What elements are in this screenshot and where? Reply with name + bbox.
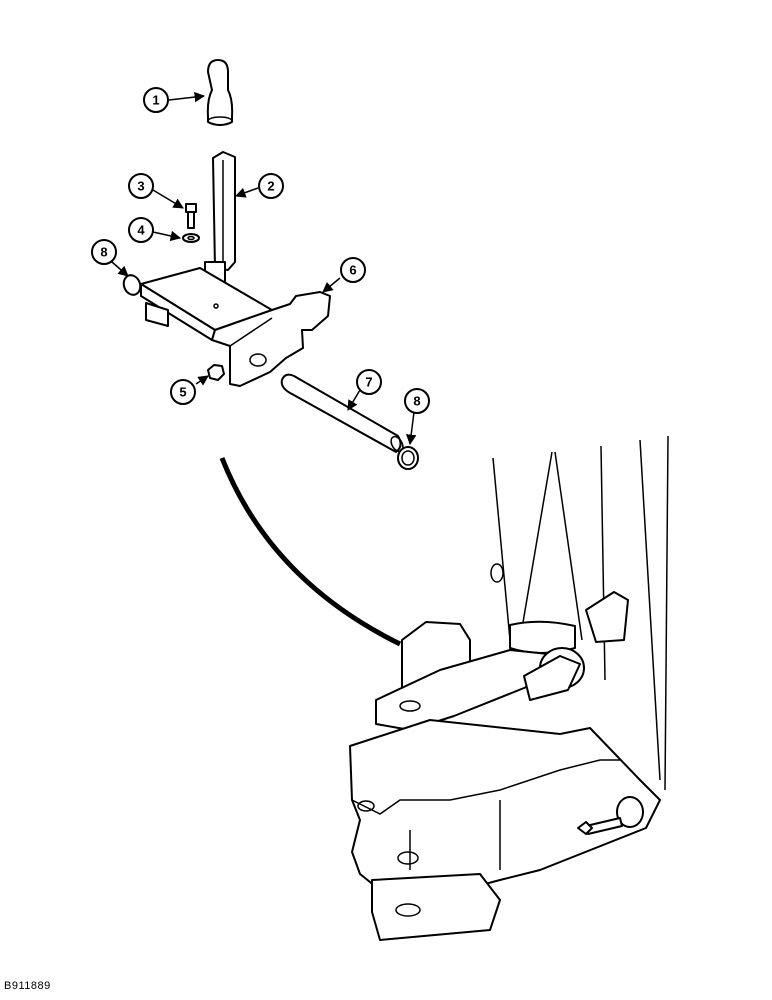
svg-text:2: 2 (267, 179, 274, 194)
callout-6: 6 (340, 257, 366, 283)
callout-7: 7 (356, 369, 382, 395)
callout-2: 2 (258, 173, 284, 199)
svg-text:3: 3 (137, 179, 144, 194)
assembly-indicator-line (219, 457, 402, 647)
pin-part (280, 373, 404, 453)
callout-3: 3 (128, 173, 154, 199)
svg-text:6: 6 (349, 263, 356, 278)
callout-8-left: 8 (91, 239, 117, 265)
snap-ring-right-part (397, 446, 419, 470)
svg-text:8: 8 (413, 394, 420, 409)
svg-text:8: 8 (100, 245, 107, 260)
backhoe-boom-assembly (349, 435, 669, 941)
svg-text:4: 4 (137, 223, 145, 238)
washer-part (182, 233, 200, 243)
nut-part (207, 364, 225, 381)
knob-part (206, 59, 234, 126)
callout-5: 5 (170, 379, 196, 405)
callout-4: 4 (128, 217, 154, 243)
svg-text:1: 1 (152, 93, 159, 108)
leader-lines (111, 91, 417, 446)
callout-1: 1 (143, 87, 169, 113)
snap-ring-left-part (122, 274, 142, 296)
lever-part (204, 151, 236, 283)
figure-id-label: B911889 (4, 980, 51, 992)
svg-text:5: 5 (179, 385, 186, 400)
callout-8-right: 8 (404, 388, 430, 414)
bolt-part (185, 203, 197, 229)
svg-text:7: 7 (365, 375, 372, 390)
lock-plate-part (140, 267, 331, 387)
